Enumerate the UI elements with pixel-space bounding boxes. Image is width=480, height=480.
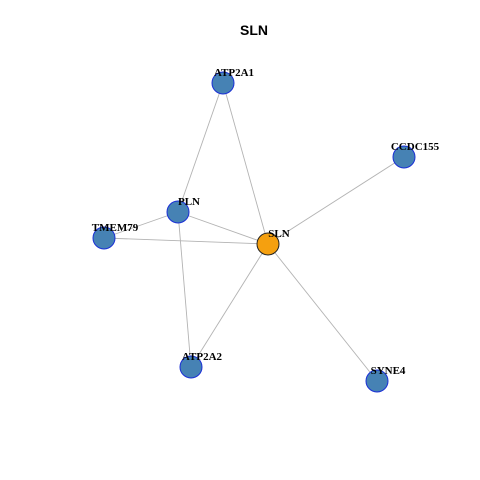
node-sln[interactable]: SLN bbox=[256, 228, 290, 256]
node-circle-atp2a2[interactable] bbox=[179, 355, 203, 379]
node-tmem79[interactable]: TMEM79 bbox=[92, 222, 139, 250]
node-circle-sln[interactable] bbox=[256, 232, 280, 256]
graph-title: SLN bbox=[240, 22, 268, 38]
edge-pln-atp2a2 bbox=[177, 211, 192, 368]
node-atp2a1[interactable]: ATP2A1 bbox=[211, 67, 254, 95]
edge-ccdc155-sln bbox=[267, 156, 405, 245]
edges-layer bbox=[103, 82, 405, 382]
edge-pln-sln bbox=[177, 211, 269, 245]
node-syne4[interactable]: SYNE4 bbox=[365, 365, 406, 393]
node-label-atp2a1: ATP2A1 bbox=[214, 67, 254, 79]
edge-tmem79-sln bbox=[103, 237, 269, 245]
node-circle-pln[interactable] bbox=[166, 200, 190, 224]
node-label-sln: SLN bbox=[268, 228, 289, 240]
edge-atp2a1-sln bbox=[222, 82, 269, 245]
edge-sln-syne4 bbox=[267, 243, 378, 382]
node-circle-tmem79[interactable] bbox=[92, 226, 116, 250]
edge-atp2a1-pln bbox=[177, 82, 224, 213]
node-label-ccdc155: CCDC155 bbox=[391, 141, 440, 153]
edge-sln-atp2a2 bbox=[190, 243, 269, 368]
node-circle-syne4[interactable] bbox=[365, 369, 389, 393]
node-label-pln: PLN bbox=[178, 196, 200, 208]
node-circle-atp2a1[interactable] bbox=[211, 71, 235, 95]
node-atp2a2[interactable]: ATP2A2 bbox=[179, 351, 223, 379]
node-pln[interactable]: PLN bbox=[166, 196, 200, 224]
node-ccdc155[interactable]: CCDC155 bbox=[391, 141, 440, 169]
node-label-atp2a2: ATP2A2 bbox=[182, 351, 223, 363]
node-label-syne4: SYNE4 bbox=[371, 365, 406, 377]
node-label-tmem79: TMEM79 bbox=[92, 222, 139, 234]
node-circle-ccdc155[interactable] bbox=[392, 145, 416, 169]
edge-pln-tmem79 bbox=[103, 211, 179, 239]
